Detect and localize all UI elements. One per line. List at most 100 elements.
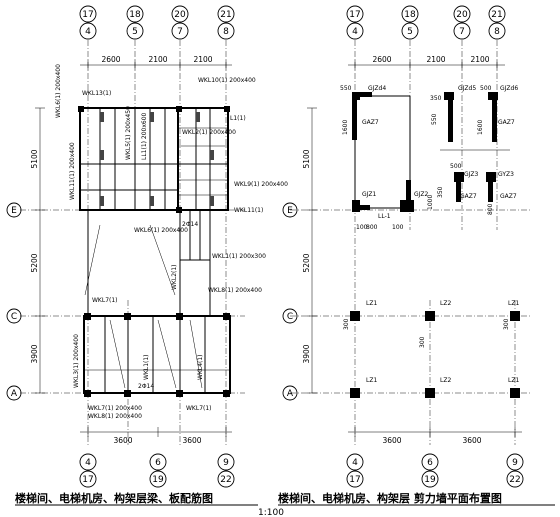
left-top-axis-18: 18 5 <box>126 5 144 40</box>
dimension-text: 2600 <box>372 55 391 64</box>
beam-label: WKL4(1) <box>197 354 204 380</box>
right-wall-labels: GJZd4 GJZd5 GJZd6 GAZ7 GAZ7 GJZ1 GJZ2 GJ… <box>362 85 519 384</box>
right-top-axis-20: 20 7 <box>453 5 471 40</box>
left-bottom-axis-9: 9 22 <box>217 453 235 488</box>
wall-label: LZ1 <box>508 300 519 307</box>
left-top-axis-17: 17 4 <box>79 5 97 40</box>
beam-label: WKL11(1) 200x400 <box>69 142 76 200</box>
wall-label: LZ2 <box>440 300 451 307</box>
left-row-axis-e: E <box>6 202 22 218</box>
wall-dim: 350 <box>430 95 442 102</box>
wall-label: GJZd6 <box>500 85 518 92</box>
axis-label: 7 <box>459 27 465 37</box>
axis-label: 4 <box>85 458 91 468</box>
axis-label: 18 <box>129 10 141 20</box>
beam-label: WKL7(1) <box>92 297 118 304</box>
wall-dim: 800 <box>366 224 378 231</box>
wall-label: GJZd4 <box>368 85 386 92</box>
wall-dim: 1000 <box>427 195 434 210</box>
dimension-text: 2100 <box>470 55 489 64</box>
right-top-axis-21: 21 8 <box>488 5 506 40</box>
beam-label: L1(1) <box>230 115 246 122</box>
axis-label: 4 <box>352 27 358 37</box>
beam-label: WKL6(1) 200x400 <box>134 227 188 234</box>
left-bottom-dimensions: 3600 3600 <box>80 427 232 445</box>
right-row-axis-a: A <box>282 385 298 401</box>
beam-label: 2Φ14 <box>182 221 198 228</box>
wall-dim: 1600 <box>477 120 484 135</box>
right-row-axis-c: C <box>282 308 298 324</box>
axis-label: 19 <box>152 475 164 485</box>
wall-label: LZ2 <box>440 377 451 384</box>
dimension-text: 3600 <box>462 436 481 445</box>
axis-label: 9 <box>223 458 229 468</box>
left-middle-structure <box>84 209 211 316</box>
right-top-dimensions: 2600 2100 2100 <box>348 55 505 70</box>
beam-label: WKL10(1) 200x400 <box>198 77 256 84</box>
left-row-axis-a: A <box>6 385 22 401</box>
left-plan: 17 4 18 5 20 7 21 8 2600 2100 2100 <box>6 5 288 506</box>
beam-label: WKL11(1) <box>234 207 263 214</box>
right-plan: 17 4 18 5 20 7 21 8 2600 2100 2100 <box>278 5 555 506</box>
wall-label: GAZ7 <box>362 119 379 126</box>
wall-dim: 100 <box>356 224 368 231</box>
axis-label: 6 <box>155 458 161 468</box>
wall-dim: 800 <box>487 203 494 215</box>
right-plan-title: 楼梯间、电梯机房、构架层 剪力墙平面布置图 <box>278 491 502 505</box>
axis-label: 6 <box>427 458 433 468</box>
axis-label: 17 <box>82 475 93 485</box>
wall-dim: 550 <box>431 113 438 125</box>
axis-label: 8 <box>494 27 500 37</box>
wall-label: LZ1 <box>366 300 377 307</box>
wall-label: LZ1 <box>508 377 519 384</box>
axis-label: 19 <box>424 475 436 485</box>
right-bottom-dimensions: 3600 3600 <box>348 427 522 445</box>
dimension-text: 5100 <box>302 149 311 168</box>
dimension-text: 3600 <box>382 436 401 445</box>
row-axis-label: A <box>287 389 294 399</box>
beam-label: WKL7(1) <box>186 405 212 412</box>
beam-label: WKL13(1) <box>82 90 111 97</box>
axis-label: 4 <box>352 458 358 468</box>
axis-label: 5 <box>407 27 413 37</box>
right-shear-walls <box>352 92 510 212</box>
axis-label: 22 <box>220 475 231 485</box>
dimension-text: 5100 <box>30 149 39 168</box>
wall-dim: 500 <box>480 85 492 92</box>
beam-label: WKL2(1) <box>171 264 178 290</box>
wall-label: GJZd5 <box>458 85 476 92</box>
axis-label: 5 <box>132 27 138 37</box>
wall-label: LZ1 <box>366 377 377 384</box>
axis-label: 20 <box>456 10 468 20</box>
right-row-axis-e: E <box>282 202 298 218</box>
left-beam-labels: WKL6(1) 200x400 WKL13(1) WKL11(1) 200x40… <box>55 64 288 420</box>
left-upper-structure <box>78 106 230 213</box>
dimension-text: 5200 <box>302 253 311 272</box>
wall-dim: 1600 <box>342 120 349 135</box>
axis-label: 22 <box>509 475 520 485</box>
beam-label: WKL2(1) 200x400 <box>182 129 236 136</box>
row-axis-label: C <box>11 312 17 322</box>
right-top-axis-18: 18 5 <box>401 5 419 40</box>
axis-label: 18 <box>404 10 416 20</box>
beam-label: WKL8(1) 200x400 <box>208 287 262 294</box>
left-lower-structure <box>83 313 231 397</box>
wall-label: GJZ2 <box>414 191 429 198</box>
left-row-axis-c: C <box>6 308 22 324</box>
dimension-text: 5200 <box>30 253 39 272</box>
wall-label: GJZ1 <box>362 191 377 198</box>
wall-dim: 550 <box>340 85 352 92</box>
axis-label: 21 <box>220 10 231 20</box>
wall-label: GAZ7 <box>460 193 477 200</box>
left-bottom-axis-4: 4 17 <box>79 453 97 488</box>
beam-label: 2Φ14 <box>138 383 154 390</box>
beam-label: WKL7(1) 200x400 <box>88 405 142 412</box>
axis-label: 9 <box>512 458 518 468</box>
beam-label: WKL9(1) 200x400 <box>234 181 288 188</box>
wall-dim: 300 <box>503 318 510 330</box>
beam-label: LL1(1) 200x600 <box>141 112 148 160</box>
dimension-text: 2100 <box>148 55 167 64</box>
left-bottom-axis-6: 6 19 <box>149 453 167 488</box>
beam-label: WKL6(1) 200x400 <box>55 64 62 118</box>
wall-label: LL-1 <box>378 213 391 220</box>
